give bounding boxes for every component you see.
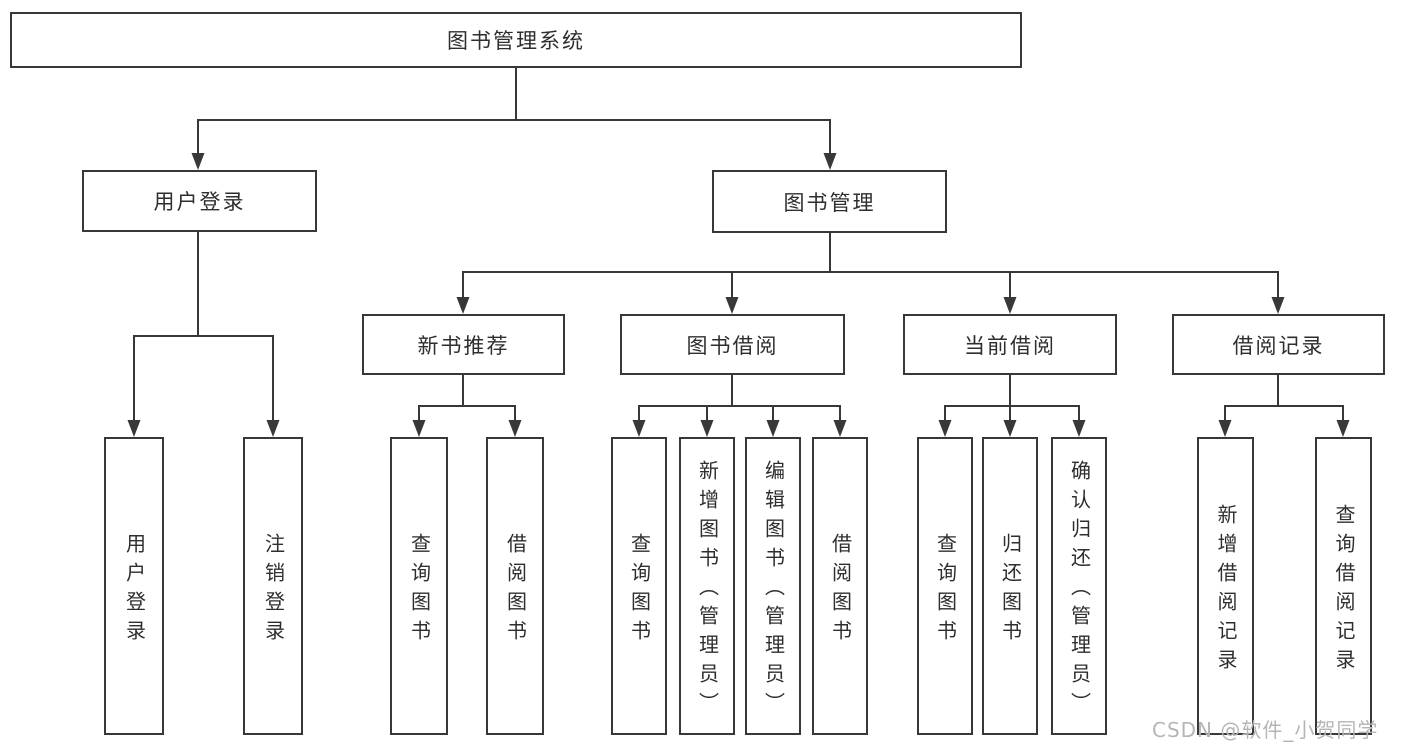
- node-leaf-query-books-current: 查询图书: [917, 437, 973, 735]
- node-leaf-query-borrow-record: 查询借阅记录: [1315, 437, 1372, 735]
- node-leaf-logout: 注销登录: [243, 437, 303, 735]
- arrowheads: [127, 153, 1350, 437]
- leaf-label: 编辑图书（管理员）: [761, 460, 786, 721]
- arrowhead: [833, 420, 847, 437]
- arrowhead: [191, 153, 205, 170]
- node-user-login-branch: 用户登录: [82, 170, 317, 232]
- arrowhead: [1072, 420, 1086, 437]
- node-leaf-query-books-borrowing: 查询图书: [611, 437, 667, 735]
- node-current-borrowing: 当前借阅: [903, 314, 1117, 375]
- leaf-label: 查询图书: [627, 532, 652, 649]
- arrowhead: [725, 297, 739, 314]
- leaf-label: 新增图书（管理员）: [695, 460, 720, 721]
- arrowhead: [632, 420, 646, 437]
- arrowhead: [938, 420, 952, 437]
- node-leaf-return-books: 归还图书: [982, 437, 1038, 735]
- connector-path: [133, 68, 1344, 422]
- node-leaf-add-borrow-record: 新增借阅记录: [1197, 437, 1254, 735]
- leaf-label: 确认归还（管理员）: [1067, 460, 1092, 721]
- node-leaf-borrow-books: 借阅图书: [812, 437, 868, 735]
- arrowhead: [412, 420, 426, 437]
- leaf-label: 查询图书: [407, 532, 432, 649]
- node-book-management-branch: 图书管理: [712, 170, 947, 233]
- leaf-label: 查询图书: [933, 532, 958, 649]
- leaf-label: 用户登录: [122, 532, 147, 649]
- node-borrowing-records: 借阅记录: [1172, 314, 1385, 375]
- arrowhead: [508, 420, 522, 437]
- arrowhead: [1003, 420, 1017, 437]
- arrowhead: [1003, 297, 1017, 314]
- arrowhead: [1336, 420, 1350, 437]
- leaf-label: 归还图书: [998, 532, 1023, 649]
- arrowhead: [456, 297, 470, 314]
- watermark: CSDN @软件_小贺同学: [1152, 718, 1379, 742]
- arrowhead: [1271, 297, 1285, 314]
- arrowhead: [766, 420, 780, 437]
- leaf-label: 注销登录: [261, 532, 286, 649]
- arrowhead: [1218, 420, 1232, 437]
- node-leaf-edit-books-admin: 编辑图书（管理员）: [745, 437, 801, 735]
- node-leaf-borrow-books-recommend: 借阅图书: [486, 437, 544, 735]
- arrowhead: [823, 153, 837, 170]
- leaf-label: 新增借阅记录: [1214, 503, 1238, 678]
- arrowhead: [127, 420, 141, 437]
- arrowhead: [700, 420, 714, 437]
- node-new-book-recommendation: 新书推荐: [362, 314, 565, 375]
- leaf-label: 借阅图书: [503, 532, 528, 649]
- node-leaf-confirm-return-admin: 确认归还（管理员）: [1051, 437, 1107, 735]
- node-book-borrowing: 图书借阅: [620, 314, 845, 375]
- arrowhead: [266, 420, 280, 437]
- leaf-label: 查询借阅记录: [1332, 503, 1356, 678]
- node-leaf-add-books-admin: 新增图书（管理员）: [679, 437, 735, 735]
- node-leaf-query-books-recommend: 查询图书: [390, 437, 448, 735]
- node-library-system: 图书管理系统: [10, 12, 1022, 68]
- leaf-label: 借阅图书: [828, 532, 853, 649]
- node-leaf-user-login: 用户登录: [104, 437, 164, 735]
